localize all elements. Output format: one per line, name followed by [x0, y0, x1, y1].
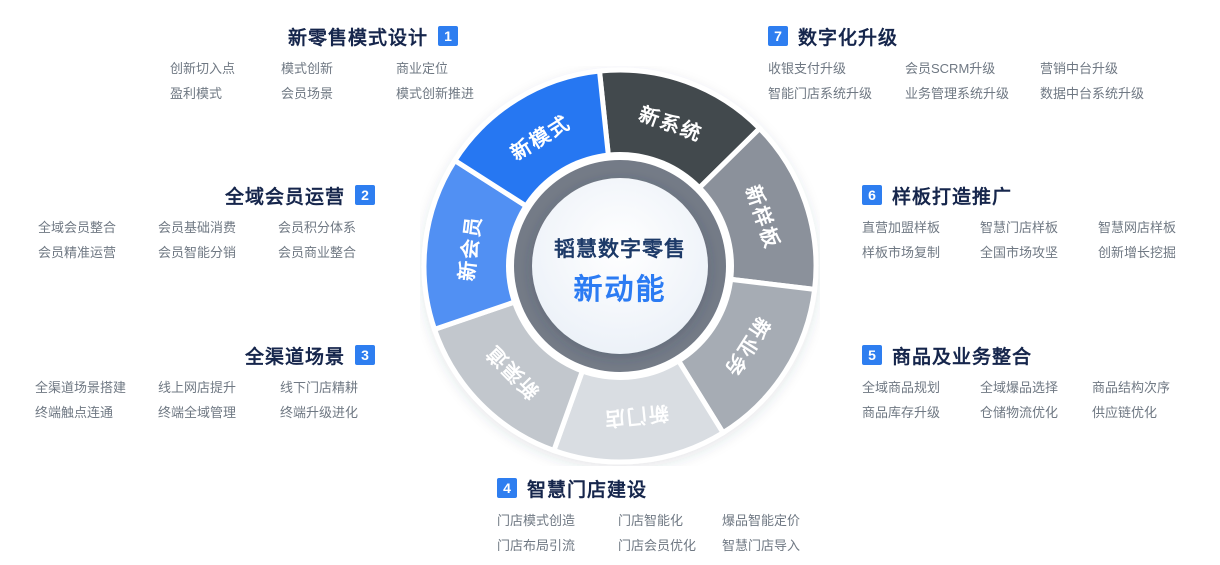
- section-item: 数据中台系统升级: [1040, 86, 1145, 101]
- section-item: 收银支付升级: [768, 61, 847, 76]
- section-header: 7 数字化升级: [768, 25, 1144, 49]
- section-number-badge: 6: [862, 185, 882, 205]
- section-title: 数字化升级: [798, 27, 899, 49]
- section-item: 直营加盟样板: [862, 220, 941, 235]
- section-item: 门店会员优化: [618, 538, 697, 553]
- section-items: 收银支付升级 会员SCRM升级 营销中台升级 智能门店系统升级 业务管理系统升级…: [768, 61, 1144, 102]
- section-number-badge: 4: [497, 478, 517, 498]
- section-item: 商品库存升级: [862, 405, 941, 420]
- section-product-business-integration: 5 商品及业务整合 全域商品规划 全域爆品选择 商品结构次序 商品库存升级 仓储…: [862, 344, 1170, 421]
- section-item: 终端触点连通: [35, 405, 114, 420]
- section-item: 智慧网店样板: [1098, 220, 1177, 235]
- section-item: 爆品智能定价: [722, 513, 801, 528]
- section-item: 营销中台升级: [1040, 61, 1119, 76]
- section-title: 全渠道场景: [245, 346, 346, 368]
- section-title: 新零售模式设计: [288, 27, 429, 49]
- section-item: 样板市场复制: [862, 245, 941, 260]
- center-title: 韬慧数字零售: [554, 237, 686, 261]
- section-item: 会员精准运营: [38, 245, 117, 260]
- section-item: 门店智能化: [618, 513, 684, 528]
- section-item: 创新切入点: [170, 61, 236, 76]
- section-title: 样板打造推广: [892, 186, 1013, 208]
- section-item: 模式创新: [281, 61, 334, 76]
- section-item: 终端全域管理: [158, 405, 237, 420]
- section-item: 会员场景: [281, 86, 334, 101]
- section-items: 全域会员整合 会员基础消费 会员积分体系 会员精准运营 会员智能分销 会员商业整…: [38, 220, 375, 261]
- section-number-badge: 7: [768, 26, 788, 46]
- section-item: 智慧门店导入: [722, 538, 801, 553]
- section-items: 创新切入点 模式创新 商业定位 盈利模式 会员场景 模式创新推进: [170, 61, 474, 102]
- section-smart-store: 4 智慧门店建设 门店模式创造 门店智能化 爆品智能定价 门店布局引流 门店会员…: [497, 477, 800, 554]
- section-item: 盈利模式: [170, 86, 223, 101]
- section-item: 会员基础消费: [158, 220, 237, 235]
- section-number-badge: 1: [438, 26, 459, 46]
- section-item: 模式创新推进: [396, 86, 475, 101]
- section-item: 全域爆品选择: [980, 380, 1059, 395]
- section-header: 4 智慧门店建设: [497, 477, 800, 501]
- section-title: 全域会员运营: [225, 186, 346, 208]
- section-header: 新零售模式设计 1: [288, 25, 474, 49]
- section-item: 线下门店精耕: [280, 380, 359, 395]
- section-item: 创新增长挖掘: [1098, 245, 1177, 260]
- section-items: 全渠道场景搭建 线上网店提升 线下门店精耕 终端触点连通 终端全域管理 终端升级…: [35, 380, 375, 421]
- section-items: 门店模式创造 门店智能化 爆品智能定价 门店布局引流 门店会员优化 智慧门店导入: [497, 513, 800, 554]
- section-item: 商业定位: [396, 61, 449, 76]
- section-items: 直营加盟样板 智慧门店样板 智慧网店样板 样板市场复制 全国市场攻坚 创新增长挖…: [862, 220, 1176, 261]
- section-item: 会员SCRM升级: [905, 61, 996, 76]
- section-header: 全域会员运营 2: [225, 184, 376, 208]
- section-item: 商品结构次序: [1092, 380, 1171, 395]
- section-item: 门店模式创造: [497, 513, 576, 528]
- section-item: 智慧门店样板: [980, 220, 1059, 235]
- wheel-center-circle: [532, 178, 708, 354]
- section-model-promotion: 6 样板打造推广 直营加盟样板 智慧门店样板 智慧网店样板 样板市场复制 全国市…: [862, 184, 1176, 261]
- center-subtitle: 新动能: [573, 273, 666, 306]
- section-number-badge: 5: [862, 345, 882, 365]
- section-item: 全域会员整合: [38, 220, 117, 235]
- section-item: 供应链优化: [1092, 405, 1158, 420]
- section-item: 业务管理系统升级: [905, 86, 1010, 101]
- section-number-badge: 3: [355, 345, 376, 365]
- section-new-retail-model-design: 新零售模式设计 1 创新切入点 模式创新 商业定位 盈利模式 会员场景 模式创新…: [170, 25, 474, 102]
- wheel-diagram: 新系统新样板新业务新门店新渠道新会员新模式 韬慧数字零售 新动能: [420, 66, 820, 466]
- section-item: 全渠道场景搭建: [35, 380, 127, 395]
- section-item: 智能门店系统升级: [768, 86, 873, 101]
- section-item: 会员智能分销: [158, 245, 237, 260]
- section-item: 会员商业整合: [278, 245, 357, 260]
- section-header: 6 样板打造推广: [862, 184, 1176, 208]
- section-item: 全域商品规划: [862, 380, 941, 395]
- section-number-badge: 2: [355, 185, 376, 205]
- section-title: 商品及业务整合: [892, 346, 1033, 368]
- section-items: 全域商品规划 全域爆品选择 商品结构次序 商品库存升级 仓储物流优化 供应链优化: [862, 380, 1170, 421]
- section-member-operation: 全域会员运营 2 全域会员整合 会员基础消费 会员积分体系 会员精准运营 会员智…: [38, 184, 376, 261]
- section-item: 全国市场攻坚: [980, 245, 1059, 260]
- section-item: 仓储物流优化: [980, 405, 1059, 420]
- section-omnichannel-scene: 全渠道场景 3 全渠道场景搭建 线上网店提升 线下门店精耕 终端触点连通 终端全…: [35, 344, 376, 421]
- section-title: 智慧门店建设: [527, 479, 648, 501]
- section-header: 5 商品及业务整合: [862, 344, 1170, 368]
- section-item: 门店布局引流: [497, 538, 576, 553]
- section-header: 全渠道场景 3: [245, 344, 376, 368]
- section-item: 会员积分体系: [278, 220, 357, 235]
- section-item: 线上网店提升: [158, 380, 237, 395]
- section-digital-upgrade: 7 数字化升级 收银支付升级 会员SCRM升级 营销中台升级 智能门店系统升级 …: [768, 25, 1144, 102]
- section-item: 终端升级进化: [280, 405, 359, 420]
